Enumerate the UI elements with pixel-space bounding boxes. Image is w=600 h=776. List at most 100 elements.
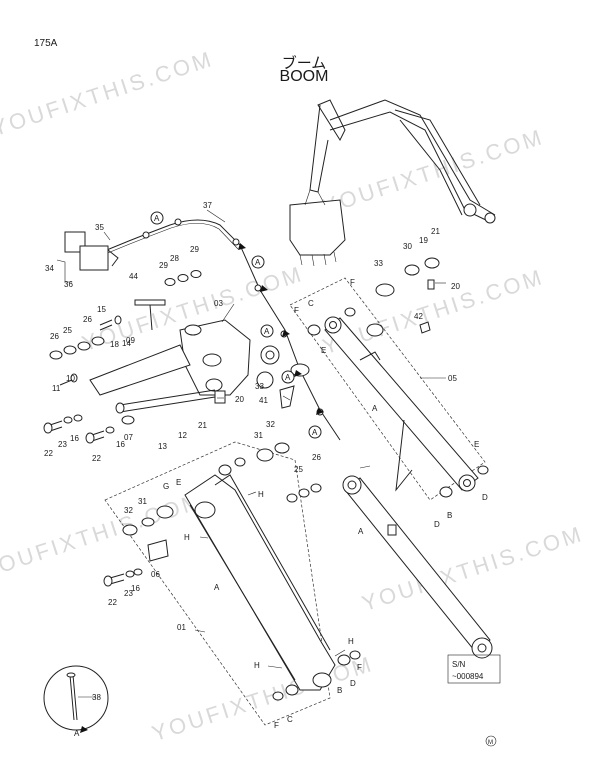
watermark-5: YOUFIXTHIS.COM	[0, 488, 206, 583]
callout-22a: 22	[44, 449, 53, 458]
letter-d3: D	[350, 679, 356, 688]
harness-assembly	[64, 218, 341, 441]
title-english: BOOM	[279, 68, 329, 85]
hardware-left	[43, 270, 202, 444]
callout-26c: 26	[312, 453, 321, 462]
callout-14: 14	[122, 339, 131, 348]
callout-37: 37	[203, 201, 212, 210]
callout-32a: 32	[266, 420, 275, 429]
callout-33a: 33	[374, 259, 383, 268]
callout-09: 09	[126, 336, 135, 345]
callout-33b: 33	[255, 382, 264, 391]
letter-f2: F	[350, 278, 355, 287]
callout-21b: 21	[198, 421, 207, 430]
callout-20a: 20	[451, 282, 460, 291]
letter-f4: F	[357, 663, 362, 672]
letter-a5: A	[312, 428, 318, 437]
callout-03: 03	[214, 299, 223, 308]
registered-mark: M	[485, 735, 497, 747]
letter-callouts: A A A A A A A A A B B C C D D D E E E F …	[74, 214, 488, 738]
letter-a1: A	[154, 214, 160, 223]
letter-a2: A	[255, 258, 261, 267]
leader-lines	[56, 209, 446, 669]
callout-18: 18	[110, 340, 119, 349]
callout-11: 11	[52, 384, 61, 393]
callout-26a: 26	[50, 332, 59, 341]
callout-31b: 31	[138, 497, 147, 506]
letter-b2: B	[337, 686, 342, 695]
letter-g1: G	[163, 482, 169, 491]
callout-21a: 21	[431, 227, 440, 236]
serial-number-box: S/N ~000894	[447, 654, 501, 684]
letter-b1: B	[447, 511, 452, 520]
callout-16c: 16	[131, 584, 140, 593]
callout-22c: 22	[108, 598, 117, 607]
callout-22b: 22	[92, 454, 101, 463]
callout-31a: 31	[254, 431, 263, 440]
letter-h2: H	[184, 533, 190, 542]
detail-circle-a	[43, 665, 109, 731]
callout-28: 28	[170, 254, 179, 263]
letter-a4: A	[285, 373, 291, 382]
letter-e2: E	[474, 440, 479, 449]
callout-19: 19	[419, 236, 428, 245]
letter-a8: A	[214, 583, 220, 592]
boom-foot-bracket	[89, 299, 280, 414]
callout-16b: 16	[116, 440, 125, 449]
callout-07: 07	[124, 433, 133, 442]
callout-23b: 23	[124, 589, 133, 598]
part-number-callouts: 01 03 05 06 07 09 10 11 12 13 14 15 16 1…	[44, 201, 460, 702]
callout-26b: 26	[83, 315, 92, 324]
a-markers	[80, 211, 324, 733]
callout-38: 38	[92, 693, 101, 702]
page-id: 175A	[34, 38, 58, 49]
callout-29b: 29	[190, 245, 199, 254]
callout-29a: 29	[159, 261, 168, 270]
callout-25b: 25	[294, 465, 303, 474]
callout-15: 15	[97, 305, 106, 314]
title-japanese: ブーム	[281, 55, 327, 72]
callout-05: 05	[448, 374, 457, 383]
callout-13: 13	[158, 442, 167, 451]
callout-34: 34	[45, 264, 54, 273]
boom-body-01	[103, 441, 361, 726]
letter-h3: H	[254, 661, 260, 670]
callout-35: 35	[95, 223, 104, 232]
serial-range: ~000894	[452, 672, 484, 681]
callout-23a: 23	[58, 440, 67, 449]
letter-f3: F	[274, 721, 279, 730]
boom-cylinder-05	[289, 257, 489, 501]
callout-44: 44	[129, 272, 138, 281]
letter-a7: A	[358, 527, 364, 536]
letter-c2: C	[287, 715, 293, 724]
callout-36: 36	[64, 280, 73, 289]
arm-cylinder	[342, 465, 493, 659]
letter-h1: H	[258, 490, 264, 499]
callout-32b: 32	[124, 506, 133, 515]
letter-e1: E	[321, 346, 326, 355]
callout-12: 12	[178, 431, 187, 440]
callout-10: 10	[66, 374, 75, 383]
letter-f1: F	[294, 306, 299, 315]
letter-a6: A	[372, 404, 378, 413]
letter-d1: D	[482, 493, 488, 502]
letter-a9: A	[74, 729, 80, 738]
svg-text:M: M	[488, 740, 493, 746]
callout-20b: 20	[235, 395, 244, 404]
letter-h4: H	[348, 637, 354, 646]
letter-e3: E	[176, 478, 181, 487]
callout-06: 06	[151, 570, 160, 579]
callout-16a: 16	[70, 434, 79, 443]
callout-41: 41	[259, 396, 268, 405]
serial-label: S/N	[452, 660, 466, 669]
callout-42: 42	[414, 312, 423, 321]
excavator-overview-sketch	[289, 99, 496, 267]
letter-a3: A	[264, 327, 270, 336]
letter-c1: C	[308, 299, 314, 308]
callout-30: 30	[403, 242, 412, 251]
callout-25a: 25	[63, 326, 72, 335]
callout-01: 01	[177, 623, 186, 632]
letter-d2: D	[434, 520, 440, 529]
